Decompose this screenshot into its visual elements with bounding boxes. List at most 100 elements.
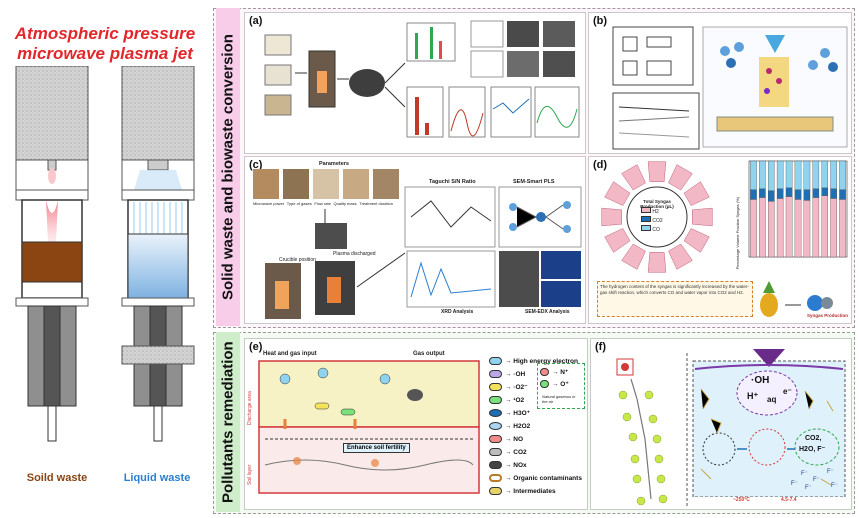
oh-radical: ·OH [751,375,770,386]
radial-petal [604,181,631,206]
co2-icon [489,448,502,456]
legend-co2: → CO2 [489,448,527,456]
bottom-section-label: Pollutants remediation [216,332,240,512]
legend-nox: → NOx [489,461,527,469]
svg-text:F⁻: F⁻ [813,477,820,483]
bar-h2-7 [812,197,820,258]
panel-a-graphics [264,20,580,138]
legend-h2: H2 [641,207,663,215]
pineapple-illustration [760,281,833,317]
organic-icon [489,474,502,482]
gas-output-label: Gas output [413,351,445,357]
bar-h2-4 [785,196,793,258]
radial-petal [683,181,710,206]
panel-a-label: (a) [249,15,263,27]
panel-e: (e) Heat and gas input Gas output Discha… [244,338,588,510]
param-4: Treatment duration [359,201,393,206]
bar-h2-3 [776,198,784,258]
products-line-1: CO2, [805,435,822,442]
oh-icon [489,370,502,378]
legend-h2o2: → H2O2 [489,422,530,430]
bar-co2-3 [776,188,784,199]
svg-text:F⁻: F⁻ [805,485,812,491]
radial-petals [601,161,713,273]
radial-petal [601,207,622,227]
bar-co-7 [812,160,820,189]
discharge-area-label: Discharge area [247,391,253,425]
liquid-waste-label: Liquid waste [123,472,191,484]
radial-petal [647,252,667,273]
panel-e-graphics [258,360,480,494]
bar-co-6 [803,160,811,190]
bar-co2-2 [768,190,775,202]
svg-text:F⁻: F⁻ [801,471,808,477]
bar-h2-2 [768,201,775,258]
bar-co2-4 [785,187,793,197]
center-title: Total Syngas Production (μL) [640,199,674,209]
bar-co2-8 [821,187,828,196]
bar-co2-0 [750,189,757,200]
legend-n-plus: → N⁺ [540,368,568,376]
syngas-note: The hydrogen content of the syngas is si… [597,281,753,317]
param-2: Flow rate [314,201,331,206]
bar-co-2 [768,160,775,191]
plasma-discharged-label: Plasma discharged [333,251,376,257]
h-plus: H⁺ [747,391,759,401]
sem-edx-label: SEM-EDX Analysis [525,309,570,315]
bar-h2-1 [759,197,766,258]
bar-ylabel: Percentage Volume Fraction Syngas (%) [735,197,740,270]
h2o2-icon [489,422,502,430]
legend-organic: → Organic contaminants [489,474,582,482]
bar-co-4 [785,160,793,189]
bar-co-3 [776,160,784,189]
radial-petal [621,164,646,191]
panel-d: (d) Total Syngas Production (μL) H2 CO2 … [588,156,852,324]
legend-superoxide: → ·O2⁻ [489,383,528,391]
legend-intermediates: → Intermediates [489,487,556,495]
bar-co-0 [750,160,757,190]
figure-title: Atmospheric pressure microwave plasma je… [6,24,204,64]
radial-petal [692,207,713,227]
plasma-jet-devices [15,66,195,442]
enhance-fertility-box: Enhance soil fertility [343,443,410,453]
panel-f-graphics: F⁻F⁻F⁻ F⁻F⁻F⁻ [616,349,846,507]
electron-icon [489,357,502,365]
panel-b: (b) [588,12,852,154]
radial-petal [604,228,631,253]
radial-petal [668,243,693,270]
panel-c-graphics [253,169,582,319]
panel-a: (a) [244,12,586,154]
parameter-names: Microwave power Type of gases Flow rate … [253,201,393,206]
natural-gas-box: → N⁺ → O⁺ Natural gaseous in the air [537,363,585,409]
panel-c: (c) Parameters Taguchi S/N Ratio SEM-Sma… [244,156,586,324]
ph-label: 4.5-7.4 [781,497,797,503]
panel-e-label: (e) [249,341,263,353]
solid-waste-label: Soild waste [26,472,88,484]
syngas-production-label: Syngas Production [807,313,849,318]
panel-f: (f) F⁻F⁻F⁻ F⁻F⁻F⁻ ·OH [590,338,852,510]
temperature-label: ~250°C [733,497,750,503]
solid-waste-device [15,66,89,442]
parameters-label: Parameters [319,161,349,167]
natural-gaseous-label: Natural gaseous in the air [542,394,576,404]
panel-d-label: (d) [593,159,608,171]
bar-co2-10 [839,189,846,200]
top-section-label: Solid waste and biowaste conversion [216,8,240,326]
radial-petal [683,228,710,253]
intermediates-icon [489,487,502,495]
bar-co2-1 [759,188,766,198]
legend-singlet-oxygen: → ¹O2 [489,396,524,404]
products-line-2: H2O, F⁻ [799,446,826,453]
taguchi-label: Taguchi S/N Ratio [429,179,476,185]
param-0: Microwave power [253,201,285,206]
radial-petal [647,161,667,182]
heat-input-label: Heat and gas input [263,351,317,357]
bar-h2-9 [830,198,837,258]
center-legend: H2 CO2 CO [641,207,663,233]
legend-no: → NO [489,435,523,443]
svg-text:F⁻: F⁻ [831,483,838,489]
svg-text:F⁻: F⁻ [791,481,798,487]
o-plus-icon [540,380,549,388]
bar-co2-6 [803,189,811,201]
bar-h2-5 [794,199,802,258]
